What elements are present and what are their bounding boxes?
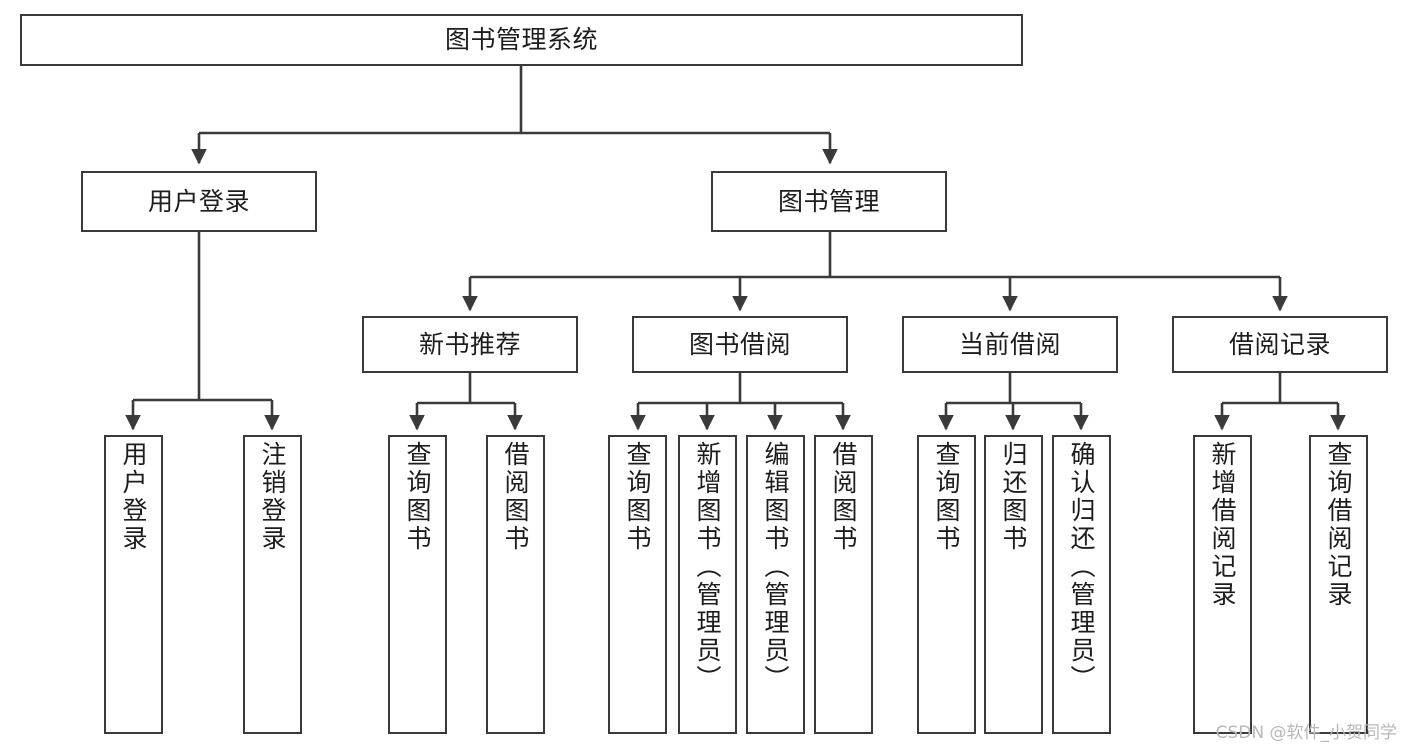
node-label: 用户登录 <box>119 441 148 553</box>
node-borrow-record[interactable]: 借阅记录 <box>1172 316 1388 373</box>
node-label: 借阅图书 <box>501 441 530 553</box>
node-label: 查询图书 <box>403 441 432 553</box>
leaf-user-login[interactable]: 用户登录 <box>104 435 163 734</box>
node-new-book-recommend[interactable]: 新书推荐 <box>362 316 578 373</box>
watermark-csdn: CSDN @软件_小贺同学 <box>1215 723 1397 743</box>
node-book-management[interactable]: 图书管理 <box>711 171 947 232</box>
leaf-user-logout[interactable]: 注销登录 <box>243 435 302 734</box>
leaf-record-query-record[interactable]: 查询借阅记录 <box>1309 435 1368 734</box>
node-label: 图书管理系统 <box>444 25 598 54</box>
node-label: 当前借阅 <box>958 329 1061 359</box>
node-label: 用户登录 <box>147 186 250 216</box>
node-label: 查询图书 <box>623 441 652 553</box>
leaf-newbook-query-book[interactable]: 查询图书 <box>388 435 447 734</box>
node-label: 新增图书（管理员） <box>693 441 722 693</box>
node-label: 图书借阅 <box>688 329 791 359</box>
node-root-system[interactable]: 图书管理系统 <box>20 14 1023 66</box>
leaf-current-confirm-return-admin[interactable]: 确认归还（管理员） <box>1052 435 1111 734</box>
node-label: 新增借阅记录 <box>1208 441 1237 609</box>
leaf-borrow-edit-book-admin[interactable]: 编辑图书（管理员） <box>746 435 805 734</box>
node-label: 编辑图书（管理员） <box>761 441 790 693</box>
leaf-current-return-book[interactable]: 归还图书 <box>984 435 1043 734</box>
node-label: 图书管理 <box>777 186 880 216</box>
node-label: 查询图书 <box>932 441 961 553</box>
node-label: 查询借阅记录 <box>1324 441 1353 609</box>
leaf-newbook-borrow-book[interactable]: 借阅图书 <box>486 435 545 734</box>
node-current-borrow[interactable]: 当前借阅 <box>902 316 1118 373</box>
node-label: 注销登录 <box>258 441 287 553</box>
leaf-borrow-borrow-book[interactable]: 借阅图书 <box>814 435 873 734</box>
node-book-borrow[interactable]: 图书借阅 <box>632 316 848 373</box>
leaf-current-query-book[interactable]: 查询图书 <box>917 435 976 734</box>
node-label: 归还图书 <box>999 441 1028 553</box>
leaf-record-add-record[interactable]: 新增借阅记录 <box>1193 435 1252 734</box>
node-label: 确认归还（管理员） <box>1067 441 1096 693</box>
node-label: 新书推荐 <box>418 329 521 359</box>
node-user-login[interactable]: 用户登录 <box>81 171 317 232</box>
node-label: 借阅图书 <box>829 441 858 553</box>
leaf-borrow-add-book-admin[interactable]: 新增图书（管理员） <box>678 435 737 734</box>
node-label: 借阅记录 <box>1228 329 1331 359</box>
leaf-borrow-query-book[interactable]: 查询图书 <box>608 435 667 734</box>
